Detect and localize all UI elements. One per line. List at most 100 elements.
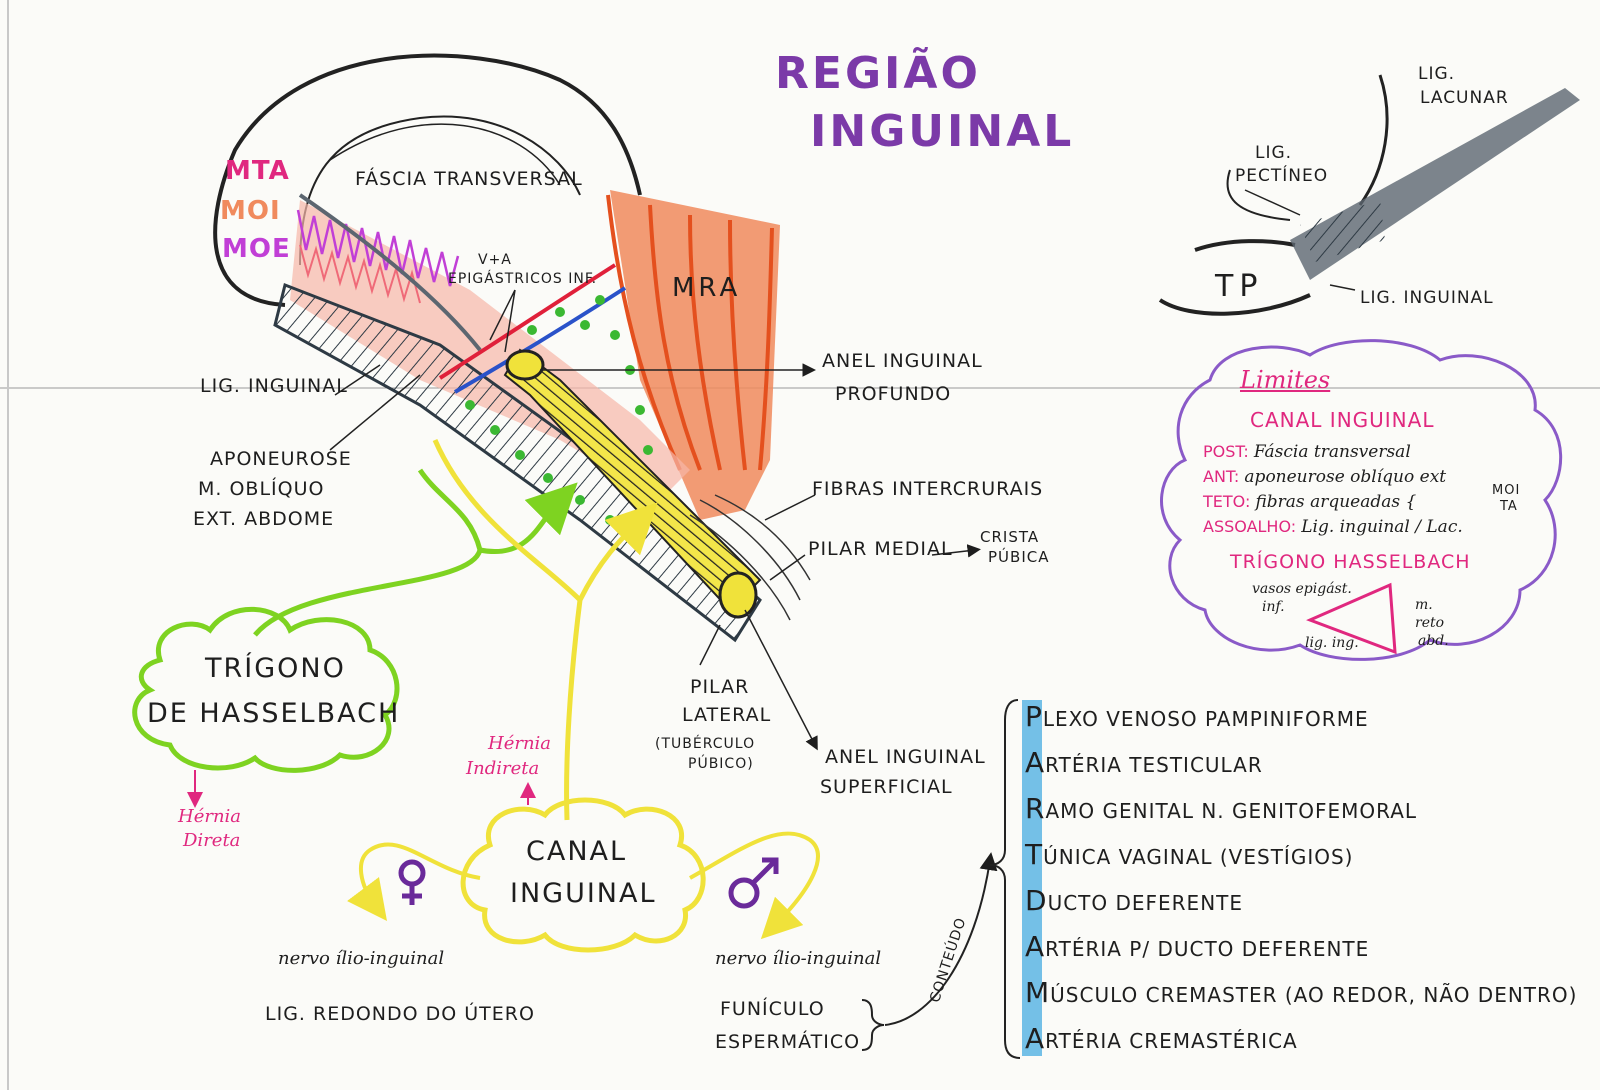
- label-vessels-line2: EPIGÁSTRICOS INF.: [448, 272, 597, 286]
- male-content-2: FUNÍCULO: [720, 1000, 825, 1019]
- male-content-1: nervo ílio-inguinal: [715, 950, 881, 968]
- female-symbol-icon: [401, 862, 423, 905]
- trigono-line-2: DE HASSELBACH: [147, 700, 400, 727]
- limites-row-assoalho: ASSOALHO: Lig. inguinal / Lac.: [1203, 517, 1563, 542]
- trigono-hernia-2: Direta: [183, 832, 240, 850]
- contents-item: RAMO GENITAL N. GENITOFEMORAL: [1025, 792, 1585, 838]
- canal-hernia-1: Hérnia: [488, 735, 551, 753]
- pointer-pilar-medial: [770, 555, 805, 580]
- male-content-3: ESPERMÁTICO: [715, 1033, 860, 1052]
- tri-mreto-2: reto: [1415, 616, 1444, 630]
- limites-key: ASSOALHO:: [1203, 517, 1296, 536]
- contents-brace: [990, 700, 1020, 1058]
- contents-item: ARTÉRIA TESTICULAR: [1025, 746, 1585, 792]
- label-intercrural: FIBRAS INTERCRURAIS: [812, 480, 1043, 499]
- tri-lig: lig. ing.: [1305, 636, 1359, 650]
- inset-hatch: [1300, 200, 1385, 262]
- contents-initial: M: [1025, 976, 1050, 1009]
- teto-ta: TA: [1500, 500, 1518, 513]
- label-deep-ring-2: PROFUNDO: [835, 385, 951, 404]
- contents-initial: P: [1025, 700, 1043, 733]
- contents-rest: ÚNICA VAGINAL (VESTÍGIOS): [1043, 845, 1353, 869]
- limites-key: ANT:: [1203, 467, 1239, 486]
- label-aponeurose-3: EXT. ABDOME: [193, 510, 334, 529]
- trigono-cloud: [135, 609, 397, 770]
- limites-trigono-heading: TRÍGONO HASSELBACH: [1230, 553, 1471, 572]
- contents-rest: RTÉRIA TESTICULAR: [1045, 753, 1263, 777]
- contents-item: ARTÉRIA CREMASTÉRICA: [1025, 1022, 1585, 1068]
- label-pilar-lateral-1: PILAR: [690, 678, 749, 697]
- inset-pointer-lig: [1330, 285, 1355, 290]
- limites-heading: Limites: [1240, 368, 1330, 392]
- trigono-hernia-1: Hérnia: [178, 808, 241, 826]
- label-moi: MOI: [220, 198, 281, 224]
- limites-value: Lig. inguinal / Lac.: [1301, 517, 1462, 537]
- inset-pectineo-2: PECTÍNEO: [1235, 168, 1328, 185]
- label-tuberculo-2: PÚBICO): [688, 757, 754, 771]
- deep-inguinal-ring: [507, 351, 543, 379]
- title-line-1: REGIÃO: [775, 52, 981, 96]
- label-deep-ring-1: ANEL INGUINAL: [822, 352, 983, 371]
- female-content-2: LIG. REDONDO DO ÚTERO: [265, 1005, 535, 1024]
- inset-tp: TP: [1215, 272, 1263, 302]
- contents-rest: RTÉRIA P/ DUCTO DEFERENTE: [1045, 937, 1369, 961]
- canal-line-2: INGUINAL: [510, 880, 657, 907]
- label-superficial-ring-2: SUPERFICIAL: [820, 778, 953, 797]
- label-aponeurose-1: APONEUROSE: [210, 450, 352, 469]
- teto-moi: MOI: [1492, 484, 1520, 497]
- label-aponeurose-2: M. OBLÍQUO: [198, 480, 324, 499]
- label-fascia-transversal: FÁSCIA TRANSVERSAL: [355, 170, 583, 189]
- contents-item: PLEXO VENOSO PAMPINIFORME: [1025, 700, 1585, 746]
- label-superficial-ring-1: ANEL INGUINAL: [825, 748, 986, 767]
- tri-mreto-3: abd.: [1418, 634, 1449, 648]
- label-mta: MTA: [225, 158, 290, 184]
- contents-initial: A: [1025, 746, 1045, 779]
- superficial-inguinal-ring: [720, 573, 756, 617]
- contents-item: DUCTO DEFERENTE: [1025, 884, 1585, 930]
- contents-initial: R: [1025, 792, 1045, 825]
- contents-rest: AMO GENITAL N. GENITOFEMORAL: [1045, 799, 1417, 823]
- contents-rest: LEXO VENOSO PAMPINIFORME: [1043, 707, 1369, 731]
- label-vessels-line1: V+A: [478, 253, 512, 267]
- label-mra: MRA: [672, 275, 741, 301]
- pointer-intercrural: [765, 495, 815, 520]
- trigono-line-1: TRÍGONO: [205, 655, 346, 682]
- limites-key: POST:: [1203, 442, 1249, 461]
- label-crista-2: PÚBICA: [988, 550, 1049, 565]
- canal-line-1: CANAL: [526, 838, 627, 865]
- label-moe: MOE: [222, 236, 291, 262]
- label-lig-inguinal: LIG. INGUINAL: [200, 377, 348, 396]
- contents-item: ARTÉRIA P/ DUCTO DEFERENTE: [1025, 930, 1585, 976]
- tri-vasos-1: vasos epigást.: [1252, 582, 1352, 596]
- contents-item: MÚSCULO CREMASTER (AO REDOR, NÃO DENTRO): [1025, 976, 1585, 1022]
- limites-value: Fáscia transversal: [1254, 442, 1411, 462]
- inset-lacunar-2: LACUNAR: [1420, 90, 1509, 107]
- limites-value: aponeurose oblíquo ext: [1244, 467, 1446, 487]
- tri-mreto-1: m.: [1415, 598, 1433, 612]
- contents-rest: ÚSCULO CREMASTER (AO REDOR, NÃO DENTRO): [1050, 983, 1577, 1007]
- male-symbol-icon: [731, 860, 776, 906]
- canal-hernia-2: Indireta: [466, 760, 539, 778]
- contents-rest: UCTO DEFERENTE: [1048, 891, 1243, 915]
- label-crista-1: CRISTA: [980, 530, 1039, 545]
- female-content-1: nervo ílio-inguinal: [278, 950, 444, 968]
- inset-pointer-pect: [1245, 190, 1300, 215]
- label-pilar-lateral-2: LATERAL: [682, 706, 771, 725]
- label-pilar-medial: PILAR MEDIAL: [808, 540, 953, 559]
- contents-rest: RTÉRIA CREMASTÉRICA: [1045, 1029, 1298, 1053]
- limites-value: fibras arqueadas {: [1255, 492, 1416, 512]
- contents-list: PLEXO VENOSO PAMPINIFORME ARTÉRIA TESTIC…: [1025, 700, 1585, 1068]
- inset-lig-inguinal: LIG. INGUINAL: [1360, 290, 1494, 307]
- contents-initial: T: [1025, 838, 1043, 871]
- limites-subheading: CANAL INGUINAL: [1250, 410, 1434, 430]
- funiculo-brace: [862, 1000, 884, 1050]
- canal-cloud: [463, 800, 703, 950]
- contents-initial: A: [1025, 930, 1045, 963]
- inset-lacunar-1: LIG.: [1418, 66, 1455, 83]
- contents-initial: D: [1025, 884, 1048, 917]
- contents-initial: A: [1025, 1022, 1045, 1055]
- tri-vasos-2: inf.: [1262, 600, 1285, 614]
- pointer-pilar-lateral: [700, 625, 720, 665]
- lacunar-curve: [1360, 75, 1387, 205]
